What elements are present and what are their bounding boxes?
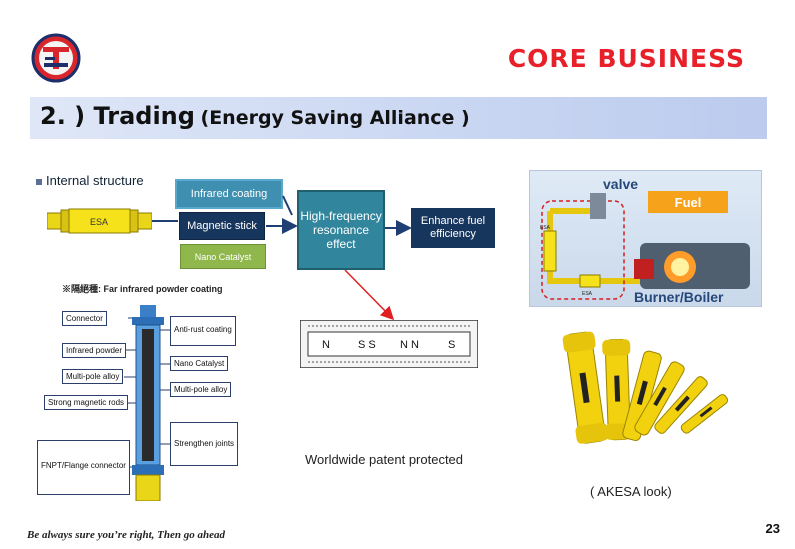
- footer-motto: Be always sure you’re right, Then go ahe…: [27, 529, 226, 541]
- label-anti-rust: Anti-rust coating: [170, 316, 236, 346]
- page-number: 23: [765, 521, 780, 536]
- pole-n-left: N: [322, 339, 330, 351]
- label-strengthen-joints: Strengthen joints: [170, 422, 239, 466]
- internal-structure-title: Internal structure: [36, 173, 144, 188]
- akesa-sticks-photo: [562, 331, 729, 444]
- label-multipole-alloy-right: Multi-pole alloy: [170, 382, 232, 397]
- esa-rod-illustration: ESA: [47, 208, 152, 234]
- enhance-efficiency-box: Enhance fuel efficiency: [411, 208, 495, 248]
- boiler-illustration: ESA ESA: [540, 193, 750, 300]
- label-infrared-powder: Infrared powder: [62, 343, 127, 358]
- internal-structure-label: Internal structure: [46, 173, 144, 188]
- pole-nn: N N: [400, 339, 419, 351]
- burner-boiler-label: Burner/Boiler: [634, 289, 724, 305]
- valve-label: valve: [603, 176, 639, 192]
- section-banner: 2. ) Trading (Energy Saving Alliance ): [30, 97, 767, 139]
- pole-s-right: S: [448, 339, 455, 351]
- rod-cross-section: [132, 305, 164, 501]
- banner-main-title: 2. ) Trading: [40, 102, 195, 130]
- akesa-caption: ( AKESA look): [590, 484, 672, 499]
- magnet-pole-diagram: N S S N N S: [300, 320, 478, 368]
- label-multipole-alloy-left: Multi-pole alloy: [62, 369, 124, 384]
- pole-ss: S S: [358, 339, 376, 351]
- company-logo: [31, 33, 81, 83]
- esa-tag-lower: ESA: [582, 291, 593, 297]
- esa-tag-upper: ESA: [540, 225, 551, 231]
- powder-coating-note: ※隔絕種: Far infrared powder coating: [62, 284, 223, 294]
- high-frequency-box: High-frequency resonance effect: [297, 190, 385, 270]
- infrared-coating-box: Infrared coating: [175, 179, 283, 209]
- core-business-title: CORE BUSINESS: [507, 44, 745, 73]
- connector-line-infrared: [282, 195, 293, 216]
- esa-rod-label: ESA: [90, 217, 108, 227]
- label-nano-catalyst: Nano Catalyst: [170, 356, 229, 371]
- label-strong-magnetic-rods: Strong magnetic rods: [44, 395, 129, 410]
- arrow-to-magnet: [344, 269, 395, 321]
- label-connector: Connector: [62, 311, 107, 326]
- boiler-photo: ESA ESA valve Fuel Burner/Boiler: [529, 170, 762, 307]
- magnetic-stick-box: Magnetic stick: [179, 212, 265, 240]
- banner-subtitle: (Energy Saving Alliance ): [200, 107, 470, 129]
- label-fnpt-flange: FNPT/Flange connector: [37, 440, 130, 495]
- patent-caption: Worldwide patent protected: [305, 452, 464, 467]
- banner-heading: 2. ) Trading (Energy Saving Alliance ): [40, 102, 470, 130]
- bullet-icon: [36, 178, 42, 185]
- fuel-label: Fuel: [648, 191, 728, 213]
- nano-catalyst-box: Nano Catalyst: [180, 244, 266, 269]
